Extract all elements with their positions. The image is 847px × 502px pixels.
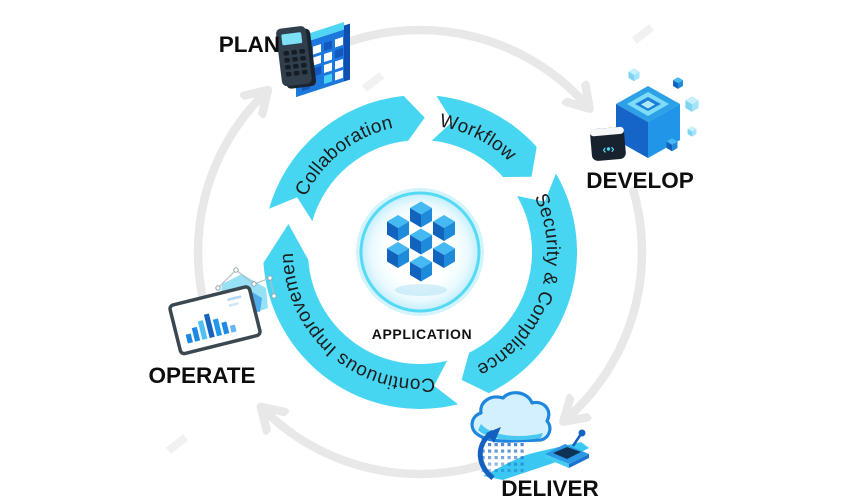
application-bubble: APPLICATION — [356, 188, 484, 342]
cube-shadow — [395, 284, 447, 296]
outer-arrow-deliver-to-operate — [266, 412, 482, 479]
code-badge-icon: ‹•› — [589, 126, 626, 161]
decor-slash — [165, 434, 189, 454]
inner-ring — [263, 95, 578, 409]
calculator-icon — [276, 26, 317, 89]
plan-icon — [276, 22, 350, 98]
operate-icon — [168, 267, 277, 356]
develop-icon: ‹•› — [589, 68, 699, 161]
outer-arrow-plan-to-develop — [343, 25, 585, 103]
deliver-label: DELIVER — [501, 476, 599, 501]
dashboard-tablet-icon — [168, 285, 262, 356]
application-label: APPLICATION — [372, 326, 472, 342]
plan-label: PLAN — [219, 32, 280, 57]
deliver-icon — [470, 391, 589, 480]
develop-label: DEVELOP — [586, 168, 694, 193]
bar-chart-icon — [185, 313, 237, 344]
outer-cycle — [193, 25, 647, 479]
decor-slash — [361, 72, 385, 92]
ring-segment-security — [461, 173, 578, 394]
code-glyph: ‹•› — [602, 141, 615, 156]
device-icon — [545, 429, 589, 468]
cloud-icon — [470, 391, 552, 443]
ring-segment-workflow — [431, 95, 537, 178]
decor-slashes — [165, 24, 655, 454]
decor-slash — [631, 24, 655, 44]
ring-segment-collaboration — [269, 95, 425, 222]
outer-arrow-develop-to-deliver — [569, 186, 647, 417]
ring-segment-improvement — [263, 224, 458, 409]
operate-label: OPERATE — [148, 363, 255, 388]
outer-arrow-operate-to-plan — [193, 95, 263, 318]
deploy-arrowhead — [486, 427, 501, 443]
